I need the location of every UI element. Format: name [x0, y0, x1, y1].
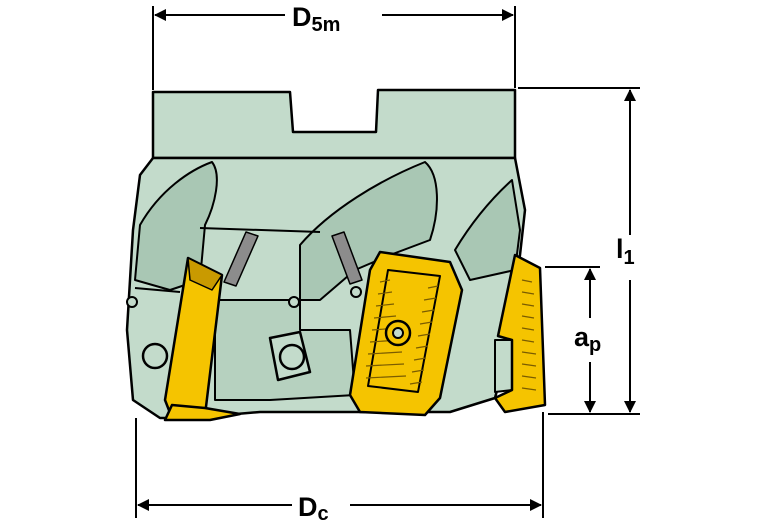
right-step [494, 339, 513, 393]
screw-hole-middle [278, 343, 306, 371]
small-hole [288, 296, 300, 308]
inserts [163, 250, 547, 422]
label-ap-sub: p [589, 334, 601, 356]
insert-bottom [163, 403, 242, 422]
dimension-labels: D5m Dc l1 ap [292, 2, 635, 523]
insert-right-serrations [521, 279, 537, 391]
label-ap-main: a [574, 322, 590, 352]
chip-groove-2 [331, 231, 363, 285]
label-l1-sub: 1 [624, 247, 635, 269]
label-d5m-sub: 5m [312, 14, 341, 36]
body-edge-line [134, 227, 321, 301]
flute-middle [299, 161, 438, 301]
small-hole-2 [350, 286, 362, 298]
flute-left [134, 161, 218, 291]
label-ap: ap [574, 322, 601, 356]
label-dc: Dc [298, 492, 329, 523]
chip-groove-1 [223, 231, 259, 287]
insert-screw-inner [392, 327, 404, 339]
label-l1: l1 [616, 234, 635, 269]
label-dc-sub: c [318, 503, 329, 523]
label-d5m: D5m [292, 2, 340, 36]
shank-top [151, 88, 517, 160]
small-hole-3 [126, 296, 138, 308]
flute-right [454, 179, 521, 281]
dimensions [135, 6, 640, 518]
label-d5m-main: D [292, 2, 312, 32]
screw-hole-left [141, 342, 169, 370]
label-dc-main: D [298, 492, 318, 522]
label-l1-main: l [616, 234, 624, 264]
insert-middle-serrations [365, 279, 439, 385]
insert-left-edge [187, 257, 223, 291]
